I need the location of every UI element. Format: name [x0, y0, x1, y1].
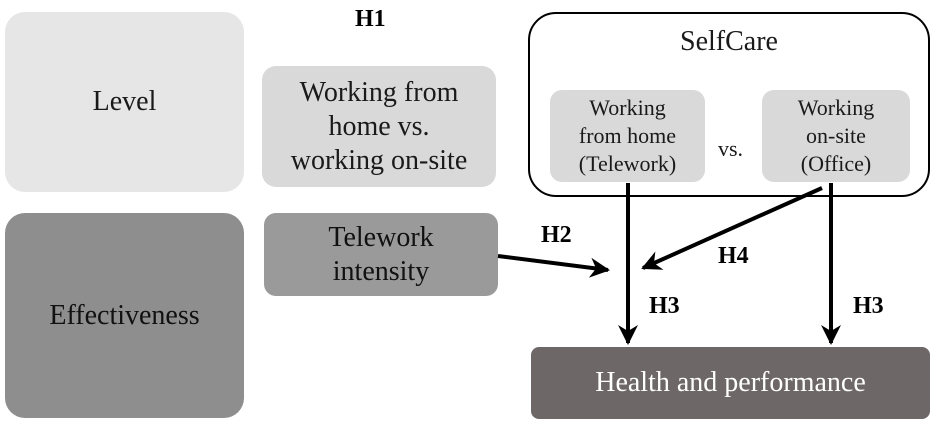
office-line-1: Working	[797, 95, 875, 120]
telework-line-1: Working	[589, 95, 666, 120]
selfcare-telework-box: Working from home (Telework)	[550, 90, 705, 182]
intensity-line-2: intensity	[332, 255, 430, 287]
h1-label: H1	[355, 6, 386, 32]
office-line-2: on-site	[806, 123, 866, 148]
telework-line-2: from home	[578, 123, 677, 148]
effectiveness-box: Effectiveness	[5, 213, 244, 418]
wfh-line-3: working on-site	[290, 144, 468, 176]
level-label: Level	[92, 86, 157, 117]
health-performance-box: Health and performance	[531, 347, 930, 419]
telework-intensity-box: Telework intensity	[264, 213, 498, 296]
h3-label-telework: H3	[649, 293, 680, 319]
vs-label: vs.	[718, 136, 744, 161]
effectiveness-label: Effectiveness	[49, 299, 200, 331]
wfh-vs-onsite-box: Working from home vs. working on-site	[262, 66, 496, 187]
h4-label: H4	[718, 243, 749, 269]
level-box: Level	[5, 12, 244, 192]
h3-label-office: H3	[853, 293, 884, 319]
office-line-3: (Office)	[800, 151, 872, 176]
health-performance-label: Health and performance	[595, 367, 866, 398]
intensity-line-1: Telework	[328, 221, 434, 253]
h2-arrow	[497, 254, 610, 278]
wfh-line-2: home vs.	[328, 110, 430, 142]
h2-label: H2	[541, 222, 572, 248]
h4-arrow	[641, 186, 823, 270]
selfcare-title: SelfCare	[680, 26, 778, 57]
telework-line-3: (Telework)	[578, 151, 677, 176]
wfh-line-1: Working from	[299, 76, 459, 108]
selfcare-office-box: Working on-site (Office)	[762, 90, 910, 182]
